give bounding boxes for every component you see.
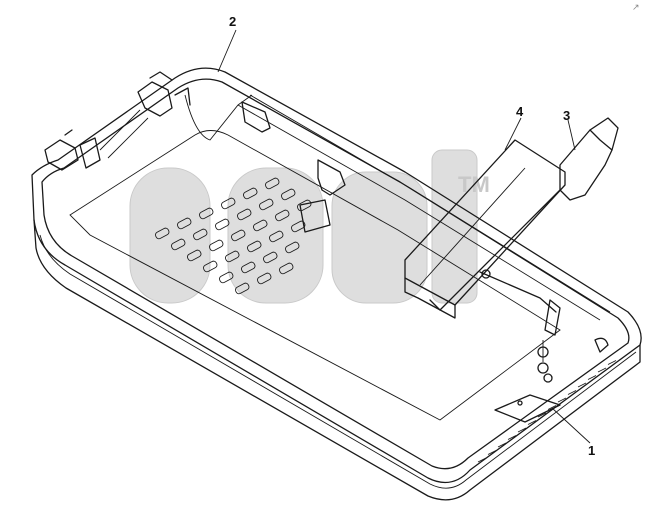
latch-plate [494, 394, 561, 423]
grille-slot [547, 405, 557, 410]
watermark-glyph-1 [129, 167, 211, 304]
bracket-upper [241, 101, 271, 133]
vent-slot [193, 228, 208, 241]
wall-bracket [241, 101, 346, 233]
vent-slot [279, 262, 294, 275]
latch-nut [543, 373, 553, 383]
grille-slot [507, 435, 517, 440]
tray-bottom-edge [33, 219, 641, 501]
hinge-right [137, 81, 173, 117]
tray-floor [69, 130, 561, 421]
vent-slot [243, 187, 258, 200]
leader-4 [504, 117, 522, 151]
leader-3 [567, 119, 576, 151]
bracket-middle [317, 159, 346, 196]
vent-slot [275, 209, 290, 222]
hinge-left [44, 139, 79, 171]
back-wall-edge [237, 104, 601, 321]
callout-4: 4 [516, 104, 524, 119]
grille-slot [587, 375, 597, 380]
vent-slot [221, 197, 236, 210]
part-3-endcap [429, 117, 619, 311]
callout-3: 3 [563, 108, 570, 123]
leader-2 [217, 29, 237, 73]
grille-slot [607, 360, 617, 365]
vent-slot [219, 271, 234, 284]
tray-outer-rim [31, 67, 642, 484]
vent-slot [269, 230, 284, 243]
floor-vents [155, 177, 312, 295]
vent-slot [187, 249, 202, 262]
vent-slot [237, 208, 252, 221]
latch-rod [479, 271, 557, 313]
vent-slot [241, 261, 256, 274]
grille-slot [517, 427, 527, 433]
vent-slot [291, 220, 306, 233]
watermark-glyph-3 [331, 171, 428, 304]
vent-slot [263, 251, 278, 264]
hinge-left-detail [64, 129, 101, 169]
vent-slot [203, 260, 218, 273]
tray-side-line [39, 234, 637, 489]
vent-slot [215, 218, 230, 231]
hinges [44, 71, 191, 171]
vent-slot [297, 199, 312, 212]
vent-slot [259, 198, 274, 211]
vent-slot [247, 240, 262, 253]
watermark-glyph-2 [227, 167, 324, 304]
grille-slot [527, 420, 537, 425]
latch-assembly [479, 269, 609, 423]
vent-slot [253, 219, 268, 232]
vent-slot [281, 188, 296, 201]
vent-slot [265, 177, 280, 190]
endcap-edge [589, 129, 613, 151]
watermark-glyph-4 [431, 149, 478, 304]
back-wall-curve [184, 94, 253, 141]
bracket-lower [299, 199, 331, 233]
vent-slot [285, 241, 300, 254]
vent-slot [225, 250, 240, 263]
grille-slot [487, 450, 497, 455]
vent-slot [199, 207, 214, 220]
vent-slot [171, 238, 186, 251]
hinge-right-detail [149, 71, 191, 106]
latch-washer-2 [537, 362, 549, 374]
vent-slot [177, 217, 192, 230]
cover-front-edge [404, 277, 456, 319]
vent-slot [155, 227, 170, 240]
vent-slot [231, 229, 246, 242]
vent-slot [257, 272, 272, 285]
plate-hole [517, 400, 523, 406]
cover-fold-line [419, 167, 526, 286]
vent-slot [209, 239, 224, 252]
hinge-rod [99, 109, 149, 159]
grille-slot [497, 442, 507, 448]
leader-1 [551, 407, 591, 444]
grille-slot [477, 457, 487, 463]
grille-slot [577, 382, 587, 388]
front-grille [477, 360, 617, 463]
vent-slot [235, 282, 250, 295]
grille-slot [557, 397, 567, 403]
latch-pin [481, 269, 491, 279]
grille-slot [567, 390, 577, 395]
grille-slot [537, 412, 547, 418]
endcap-body [559, 117, 619, 201]
endcap-lower-edge [429, 189, 561, 311]
back-wall-top [249, 94, 611, 313]
callout-2: 2 [229, 14, 236, 29]
leader-lines [217, 29, 591, 444]
part-4-cover [404, 139, 566, 319]
side-stop [594, 337, 609, 353]
grille-slot [597, 367, 607, 373]
latch-arm [544, 299, 561, 336]
corner-mark: ↗ [632, 2, 640, 12]
callout-1: 1 [588, 443, 595, 458]
